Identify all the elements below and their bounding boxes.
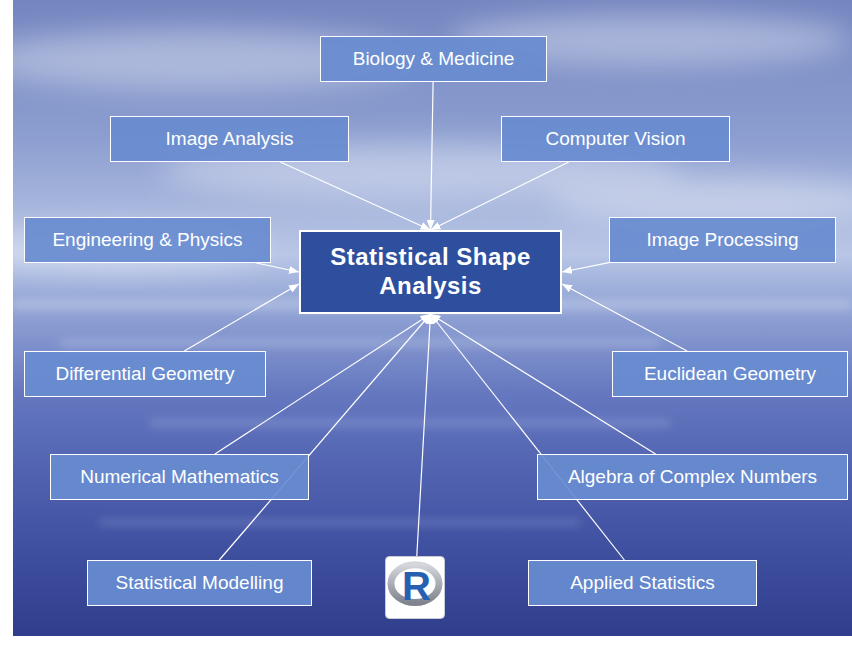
connector-arrow [562, 263, 609, 272]
node-text: Image Processing [646, 229, 798, 251]
connector-arrow [562, 284, 687, 351]
logo-tile [386, 557, 445, 619]
node-text: Statistical Modelling [116, 572, 284, 594]
topic-box: Statistical Modelling [87, 560, 312, 606]
connector-arrow [256, 263, 299, 272]
r-logo: R [385, 556, 445, 619]
topic-box: Applied Statistics [528, 560, 757, 606]
topic-box: Euclidean Geometry [612, 351, 848, 397]
reflection [150, 420, 670, 426]
node-text: Statistical Shape Analysis [311, 243, 550, 301]
connector-arrow [417, 314, 431, 556]
node-text: Differential Geometry [55, 363, 234, 385]
connector-arrow [431, 162, 569, 230]
node-text: Algebra of Complex Numbers [568, 466, 817, 488]
background-panel [13, 0, 852, 636]
node-text: Numerical Mathematics [80, 466, 279, 488]
node-text: Engineering & Physics [52, 229, 242, 251]
connector-arrow [431, 82, 434, 230]
connector-arrow [184, 284, 299, 351]
topic-box: Computer Vision [501, 116, 730, 162]
connector-arrow [431, 314, 625, 560]
topic-box: Image Processing [609, 217, 836, 263]
node-text: Euclidean Geometry [644, 363, 816, 385]
water-reflections [13, 300, 852, 525]
node-text: Biology & Medicine [353, 48, 515, 70]
topic-box: Biology & Medicine [320, 36, 547, 82]
topic-box: Image Analysis [110, 116, 349, 162]
reflection [100, 520, 580, 525]
node-text: Computer Vision [545, 128, 685, 150]
connector-arrow [280, 162, 430, 230]
topic-box: Numerical Mathematics [50, 454, 309, 500]
node-text: R [402, 566, 431, 606]
node-text: Applied Statistics [570, 572, 715, 594]
topic-box: Engineering & Physics [24, 217, 271, 263]
topic-box: Differential Geometry [24, 351, 266, 397]
topic-box: Algebra of Complex Numbers [537, 454, 848, 500]
node-text: Image Analysis [166, 128, 294, 150]
central-box: Statistical Shape Analysis [299, 230, 562, 314]
reflection [60, 340, 660, 346]
